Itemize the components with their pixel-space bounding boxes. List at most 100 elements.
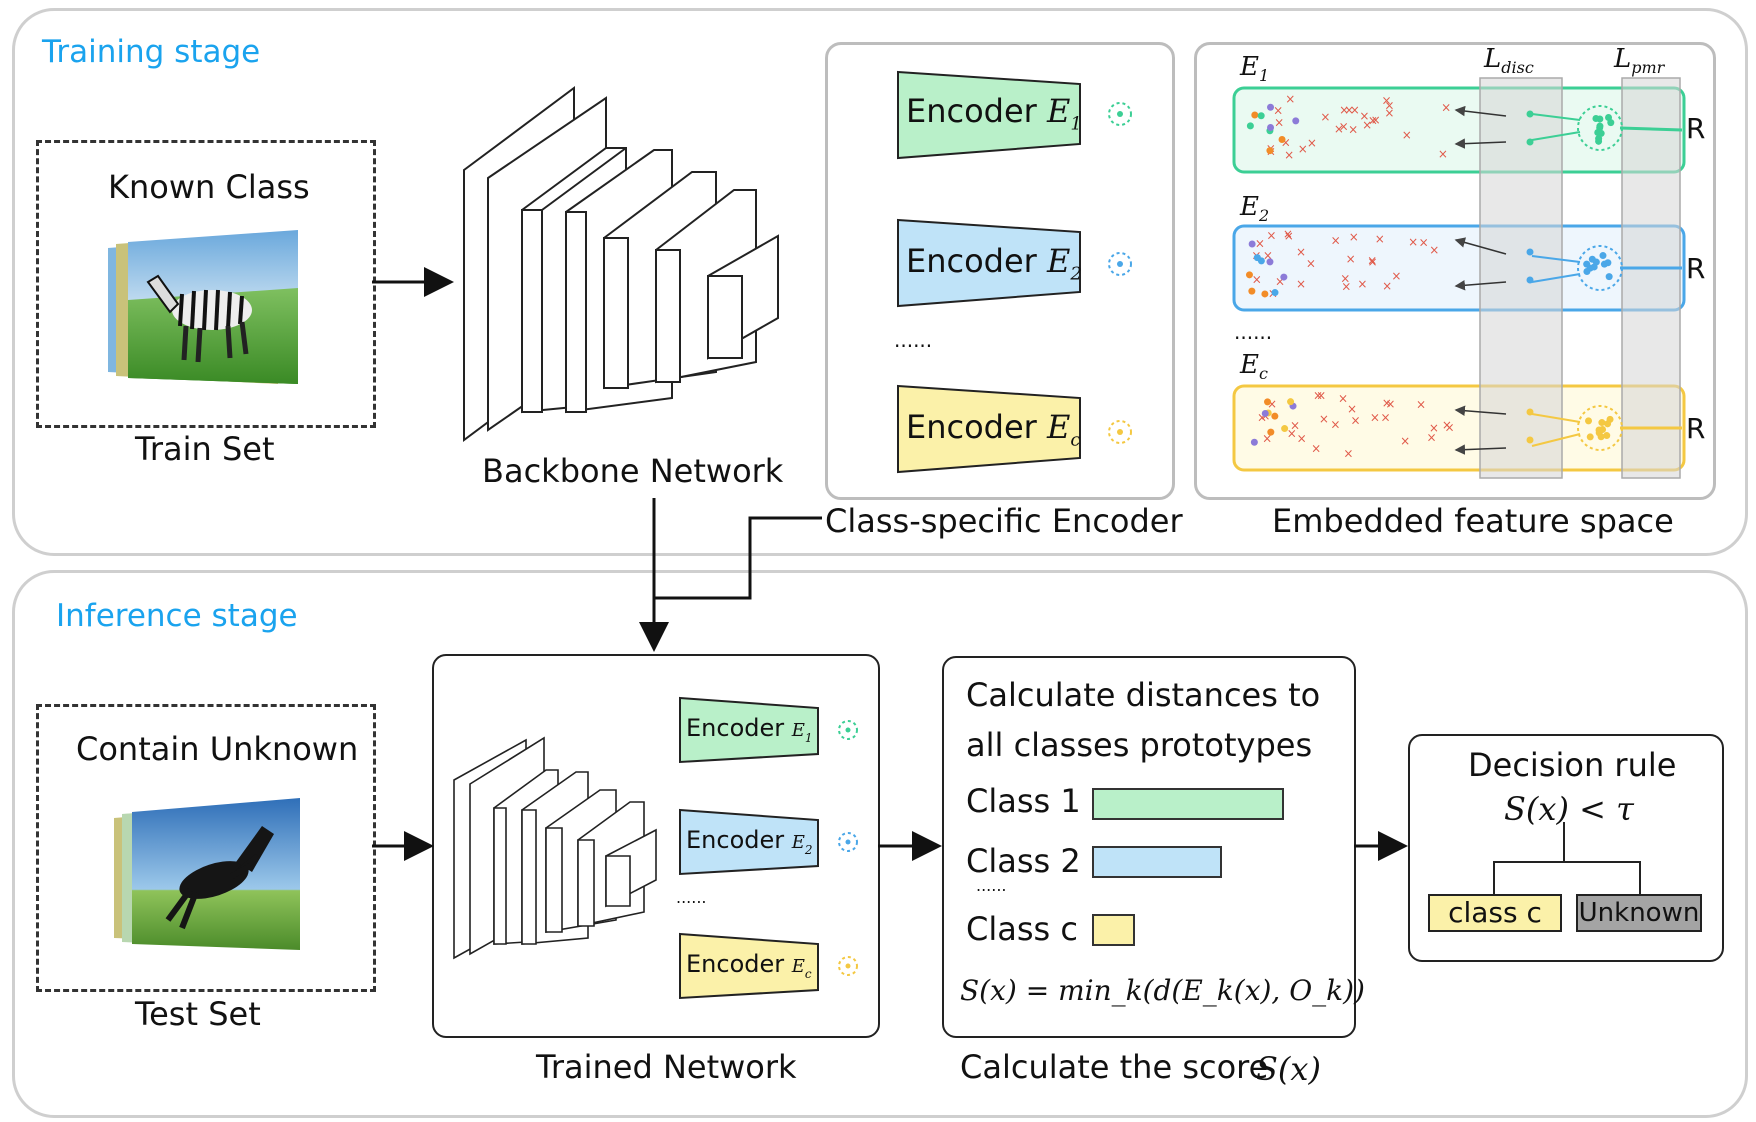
prototype-cluster-point xyxy=(1600,260,1608,268)
negative-sample-mark: × xyxy=(1331,234,1341,248)
embedded-ec-label: Ec xyxy=(1240,350,1268,384)
train-image-stack xyxy=(108,230,298,384)
negative-sample-mark: × xyxy=(1371,113,1381,127)
trained-encoder-e2-label: Encoder E2 xyxy=(686,826,813,857)
calc-score-math: S(x) xyxy=(1256,1050,1321,1088)
negative-sample-mark: × xyxy=(1381,94,1391,108)
negative-sample-mark: × xyxy=(1362,118,1372,132)
negative-sample-mark: × xyxy=(1346,252,1356,266)
prototype-links xyxy=(1531,113,1683,447)
negative-sample-mark: × xyxy=(1385,397,1395,411)
negative-sample-mark: × xyxy=(1283,227,1293,241)
trained-backbone-graphic xyxy=(453,736,657,960)
negative-sample-mark: × xyxy=(1419,236,1429,250)
embedded-e2-label: E2 xyxy=(1240,192,1270,226)
negative-sample-mark: × xyxy=(1340,271,1350,285)
negative-sample-mark: × xyxy=(1316,389,1326,403)
negative-sample-mark: × xyxy=(1320,110,1330,124)
negative-sample-mark: × xyxy=(1350,414,1360,428)
negative-sample-mark: × xyxy=(1273,104,1283,118)
negative-sample-mark: × xyxy=(1380,410,1390,424)
embedded-arrows xyxy=(1454,105,1507,455)
negative-sample-mark: × xyxy=(1367,255,1377,269)
negative-sample-mark: × xyxy=(1429,421,1439,435)
pulled-sample-point xyxy=(1526,248,1534,256)
sample-star-mark xyxy=(1246,122,1254,130)
backbone-network-graphic xyxy=(463,86,779,442)
sample-star-mark xyxy=(1267,428,1275,436)
decision-rule-title: Decision rule xyxy=(1468,746,1677,784)
decision-tree-branches xyxy=(1493,861,1641,894)
negative-sample-mark: × xyxy=(1307,136,1317,150)
negative-sample-mark: × xyxy=(1384,106,1394,120)
encoder-e1-shape xyxy=(897,70,1081,160)
sample-star-mark xyxy=(1248,240,1256,248)
negative-sample-mark: × xyxy=(1267,397,1277,411)
negative-sample-mark: × xyxy=(1285,92,1295,106)
negative-sample-mark: × xyxy=(1298,142,1308,156)
sample-star-mark xyxy=(1245,271,1253,279)
embedded-bands xyxy=(1232,77,1686,479)
sample-star-mark xyxy=(1281,425,1289,433)
encoder-ec-label: Encoder Ec xyxy=(906,408,1081,451)
negative-sample-mark: × xyxy=(1343,446,1353,460)
prototype-cluster-point xyxy=(1603,432,1611,440)
sample-star-mark xyxy=(1253,254,1261,262)
arrow-encoder-to-trained xyxy=(654,516,822,600)
prototype-cluster-point xyxy=(1598,419,1606,427)
negative-sample-mark: × xyxy=(1330,418,1340,432)
encoder-e2-label: Encoder E2 xyxy=(906,242,1082,285)
embedded-scatter-points: ××××××××××××××××××××××××××××××××××××××××… xyxy=(1245,92,1615,460)
training-stage-title: Training stage xyxy=(42,34,261,70)
test-set-box xyxy=(36,704,376,992)
negative-sample-mark: × xyxy=(1426,430,1436,444)
class-specific-encoder-label: Class-specific Encoder xyxy=(825,502,1183,540)
embedded-e1-label: E1 xyxy=(1240,52,1270,86)
embedded-ellipsis: ...... xyxy=(1234,320,1273,344)
prototype-cluster-point xyxy=(1592,115,1600,123)
prototype-cluster-point xyxy=(1604,420,1612,428)
sample-star-mark xyxy=(1250,438,1258,446)
class-2-label: Class 2 xyxy=(966,842,1081,880)
prototype-circles xyxy=(1577,105,1623,451)
backbone-network-label: Backbone Network xyxy=(482,452,784,490)
sample-star-mark xyxy=(1271,289,1279,297)
negative-sample-mark: × xyxy=(1287,426,1297,440)
negative-sample-mark: × xyxy=(1416,398,1426,412)
negative-sample-mark: × xyxy=(1359,109,1369,123)
negative-sample-mark: × xyxy=(1255,236,1265,250)
negative-sample-mark: × xyxy=(1357,277,1367,291)
class-2-distance-bar xyxy=(1092,846,1222,878)
test-image-stack xyxy=(114,798,300,950)
negative-sample-mark: × xyxy=(1297,431,1307,445)
negative-sample-mark: × xyxy=(1382,396,1392,410)
negative-sample-mark: × xyxy=(1339,119,1349,133)
negative-sample-mark: × xyxy=(1382,279,1392,293)
negative-sample-mark: × xyxy=(1296,245,1306,259)
class-c-output: class c xyxy=(1428,894,1562,932)
r-label-2: R xyxy=(1686,252,1706,285)
unknown-output: Unknown xyxy=(1576,894,1702,932)
calc-distances-line1: Calculate distances to xyxy=(966,676,1321,714)
train-set-label: Train Set xyxy=(135,430,275,468)
negative-sample-mark: × xyxy=(1311,441,1321,455)
negative-sample-mark: × xyxy=(1274,116,1284,130)
negative-sample-mark: × xyxy=(1252,272,1262,286)
negative-sample-mark: × xyxy=(1306,256,1316,270)
embedded-feature-space-label: Embedded feature space xyxy=(1272,502,1674,540)
negative-sample-mark: × xyxy=(1284,229,1294,243)
class-1-distance-bar xyxy=(1092,788,1284,820)
negative-sample-mark: × xyxy=(1263,248,1273,262)
pulled-sample-point xyxy=(1526,408,1534,416)
prototype-cluster-point xyxy=(1597,129,1605,137)
sample-star-mark xyxy=(1251,111,1259,119)
negative-sample-mark: × xyxy=(1445,420,1455,434)
sample-star-mark xyxy=(1266,147,1274,155)
negative-sample-mark: × xyxy=(1290,419,1300,433)
negative-sample-mark: × xyxy=(1375,232,1385,246)
training-encoders xyxy=(897,70,1132,474)
negative-sample-mark: × xyxy=(1367,253,1377,267)
r-label-1: R xyxy=(1686,112,1706,145)
negative-sample-mark: × xyxy=(1429,243,1439,257)
